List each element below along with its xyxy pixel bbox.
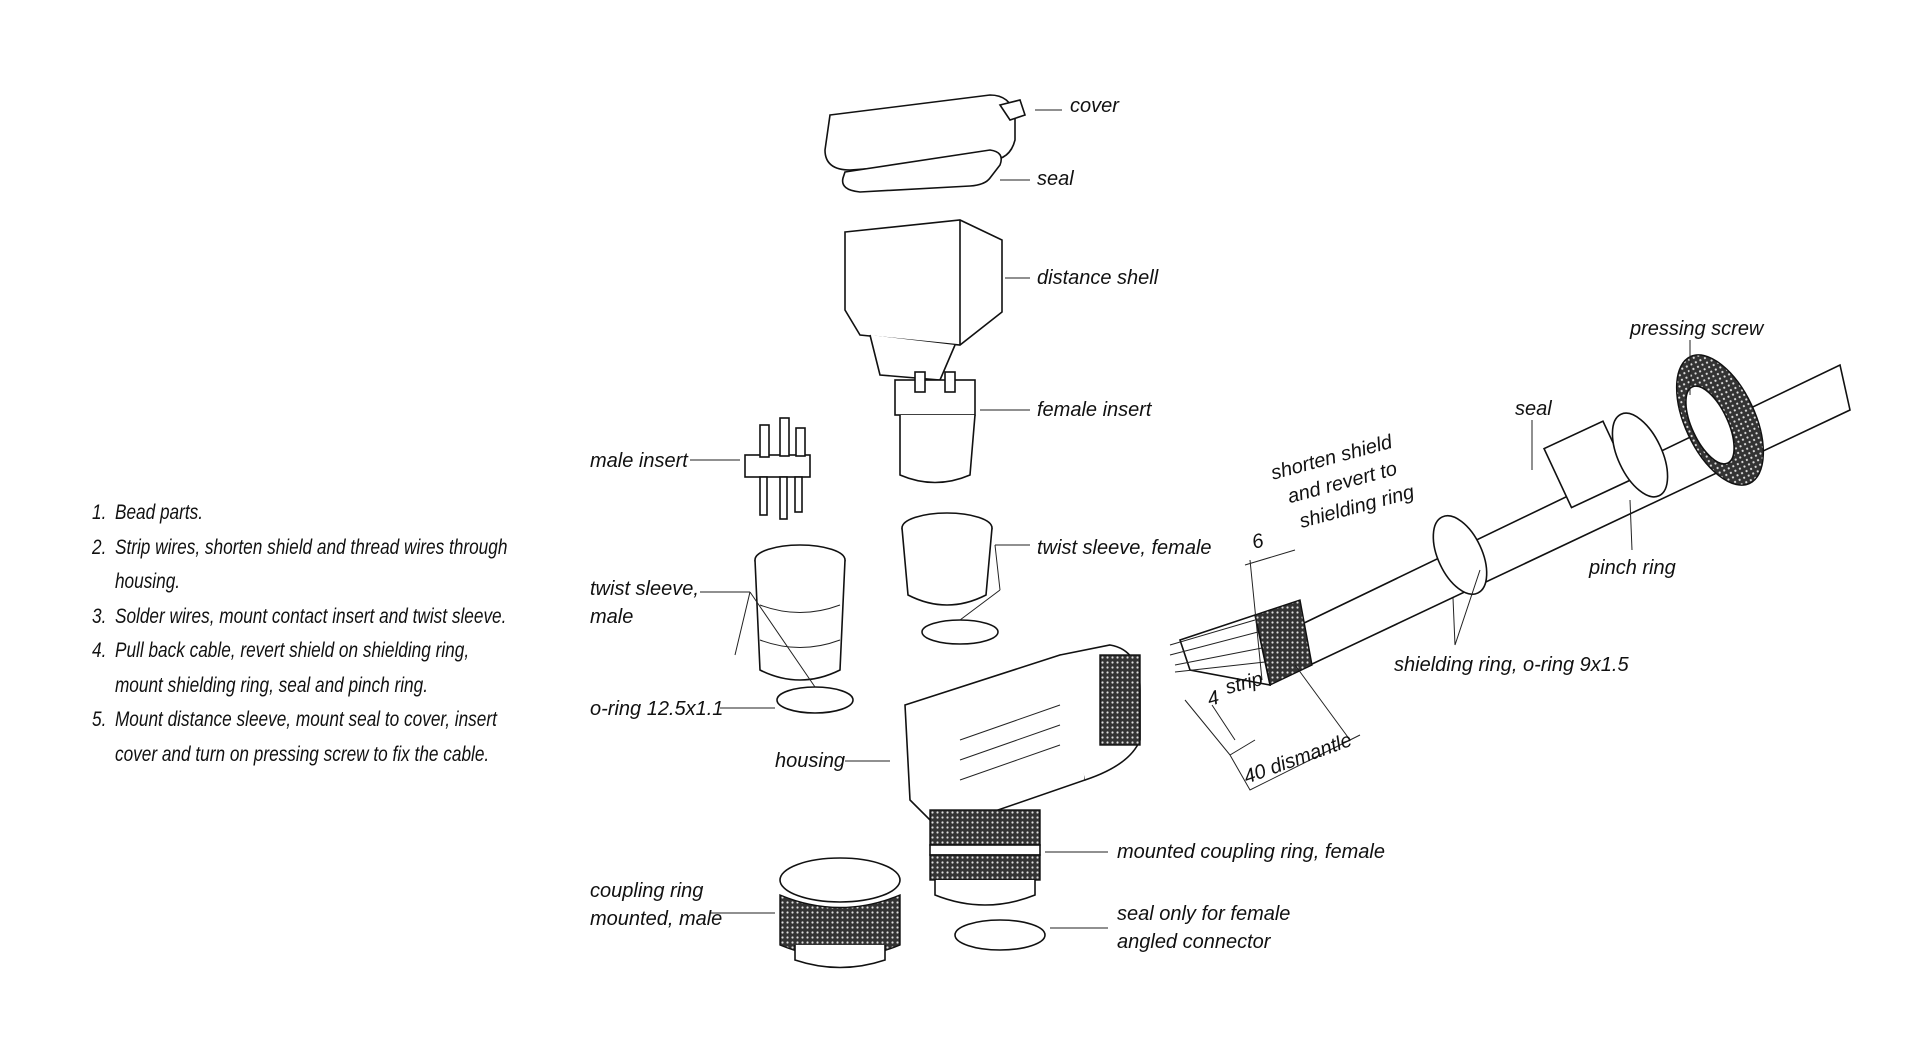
label-shielding-ring: shielding ring, o-ring 9x1.5 bbox=[1394, 654, 1629, 676]
instruction-step-5-cont: cover and turn on pressing screw to fix … bbox=[114, 742, 490, 766]
male-insert-part bbox=[744, 417, 811, 520]
label-seal-female-2: angled connector bbox=[1117, 931, 1272, 953]
dimension-4: 4 bbox=[1205, 687, 1221, 711]
twist-sleeve-female-part bbox=[901, 512, 993, 606]
seal-top-part bbox=[841, 149, 1003, 193]
instruction-step-4: 4.Pull back cable, revert shield on shie… bbox=[92, 639, 470, 662]
o-ring-male-part bbox=[776, 686, 854, 714]
label-o-ring: o-ring 12.5x1.1 bbox=[590, 698, 723, 720]
housing-part bbox=[904, 644, 1141, 831]
label-twist-sleeve-male: twist sleeve, bbox=[590, 578, 699, 600]
cable-assembly bbox=[1169, 354, 1851, 687]
label-pinch-ring: pinch ring bbox=[1588, 557, 1676, 579]
label-coupling-male: coupling ring bbox=[590, 880, 703, 902]
instruction-step-1: 1.Bead parts. bbox=[92, 501, 204, 524]
female-insert-part bbox=[894, 371, 976, 484]
instruction-step-2: 2.Strip wires, shorten shield and thread… bbox=[92, 535, 508, 559]
label-coupling-male-2: mounted, male bbox=[590, 908, 722, 930]
leader-lines bbox=[690, 109, 1691, 929]
instruction-step-3: 3.Solder wires, mount contact insert and… bbox=[92, 604, 507, 628]
o-ring-female-part bbox=[921, 619, 999, 645]
label-pressing-screw: pressing screw bbox=[1629, 318, 1765, 340]
coupling-ring-male-part bbox=[779, 857, 901, 969]
twist-sleeve-male-part bbox=[754, 544, 846, 681]
label-seal-female: seal only for female bbox=[1117, 903, 1290, 925]
assembly-instructions: 1.Bead parts. 2.Strip wires, shorten shi… bbox=[92, 496, 507, 772]
distance-shell-part bbox=[844, 219, 1003, 381]
label-female-insert: female insert bbox=[1037, 399, 1153, 421]
label-twist-sleeve-female: twist sleeve, female bbox=[1037, 537, 1212, 559]
dimension-6: 6 bbox=[1250, 530, 1267, 554]
label-male-insert: male insert bbox=[590, 450, 689, 472]
label-dismantle: 40 dismantle bbox=[1241, 729, 1355, 788]
instruction-step-4-cont: mount shielding ring, seal and pinch rin… bbox=[114, 673, 428, 697]
mounted-coupling-ring-female-part bbox=[929, 809, 1041, 906]
label-twist-sleeve-male-2: male bbox=[590, 606, 633, 628]
seal-female-part bbox=[954, 919, 1046, 951]
label-mounted-coupling-female: mounted coupling ring, female bbox=[1117, 841, 1385, 863]
instruction-step-5: 5.Mount distance sleeve, mount seal to c… bbox=[92, 708, 497, 731]
label-seal-top: seal bbox=[1037, 168, 1074, 190]
cover-part bbox=[824, 94, 1027, 171]
instruction-step-2-cont: housing. bbox=[114, 570, 181, 593]
label-housing: housing bbox=[775, 750, 845, 772]
label-cover: cover bbox=[1070, 95, 1120, 117]
label-distance-shell: distance shell bbox=[1037, 267, 1159, 289]
label-seal-right: seal bbox=[1515, 398, 1552, 420]
